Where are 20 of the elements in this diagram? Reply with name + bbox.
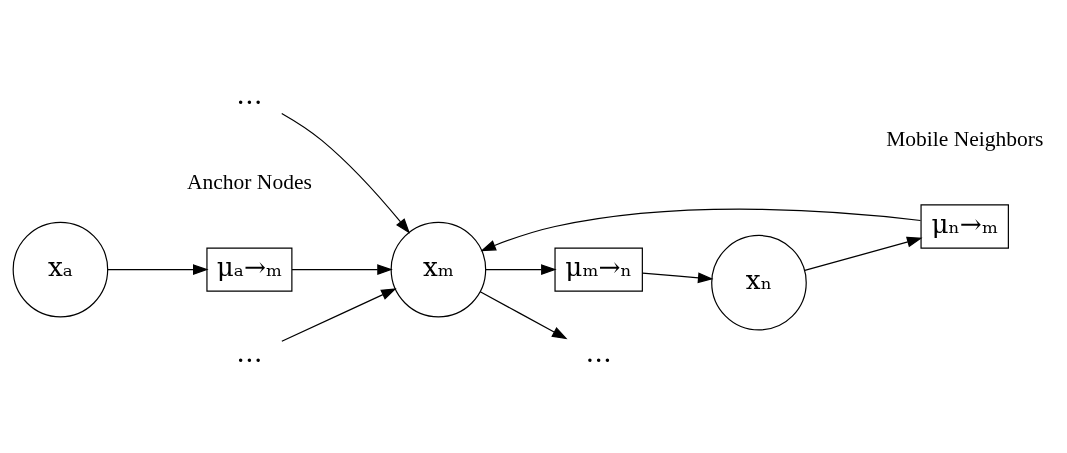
node-circle: xₘ	[390, 221, 487, 318]
arrow	[485, 264, 557, 275]
arrow	[291, 264, 393, 275]
label: Mobile Neighbors	[886, 126, 1044, 151]
node-circle: xₙ	[711, 234, 807, 331]
node-text: …	[585, 338, 612, 369]
node-text: …	[236, 80, 263, 111]
arrow	[281, 288, 397, 342]
arrow	[107, 264, 209, 275]
arrow	[804, 236, 923, 271]
node-box: μₙ→ₘ	[920, 204, 1009, 249]
arrow	[281, 112, 411, 234]
node-text: …	[236, 338, 263, 369]
label: Anchor Nodes	[186, 169, 312, 194]
arrow	[479, 291, 568, 340]
arrow	[480, 208, 922, 252]
arrow	[642, 272, 714, 284]
node-box: μₐ→ₘ	[206, 247, 293, 292]
node-circle: xₐ	[12, 221, 109, 318]
node-box: μₘ→ₙ	[554, 247, 643, 292]
